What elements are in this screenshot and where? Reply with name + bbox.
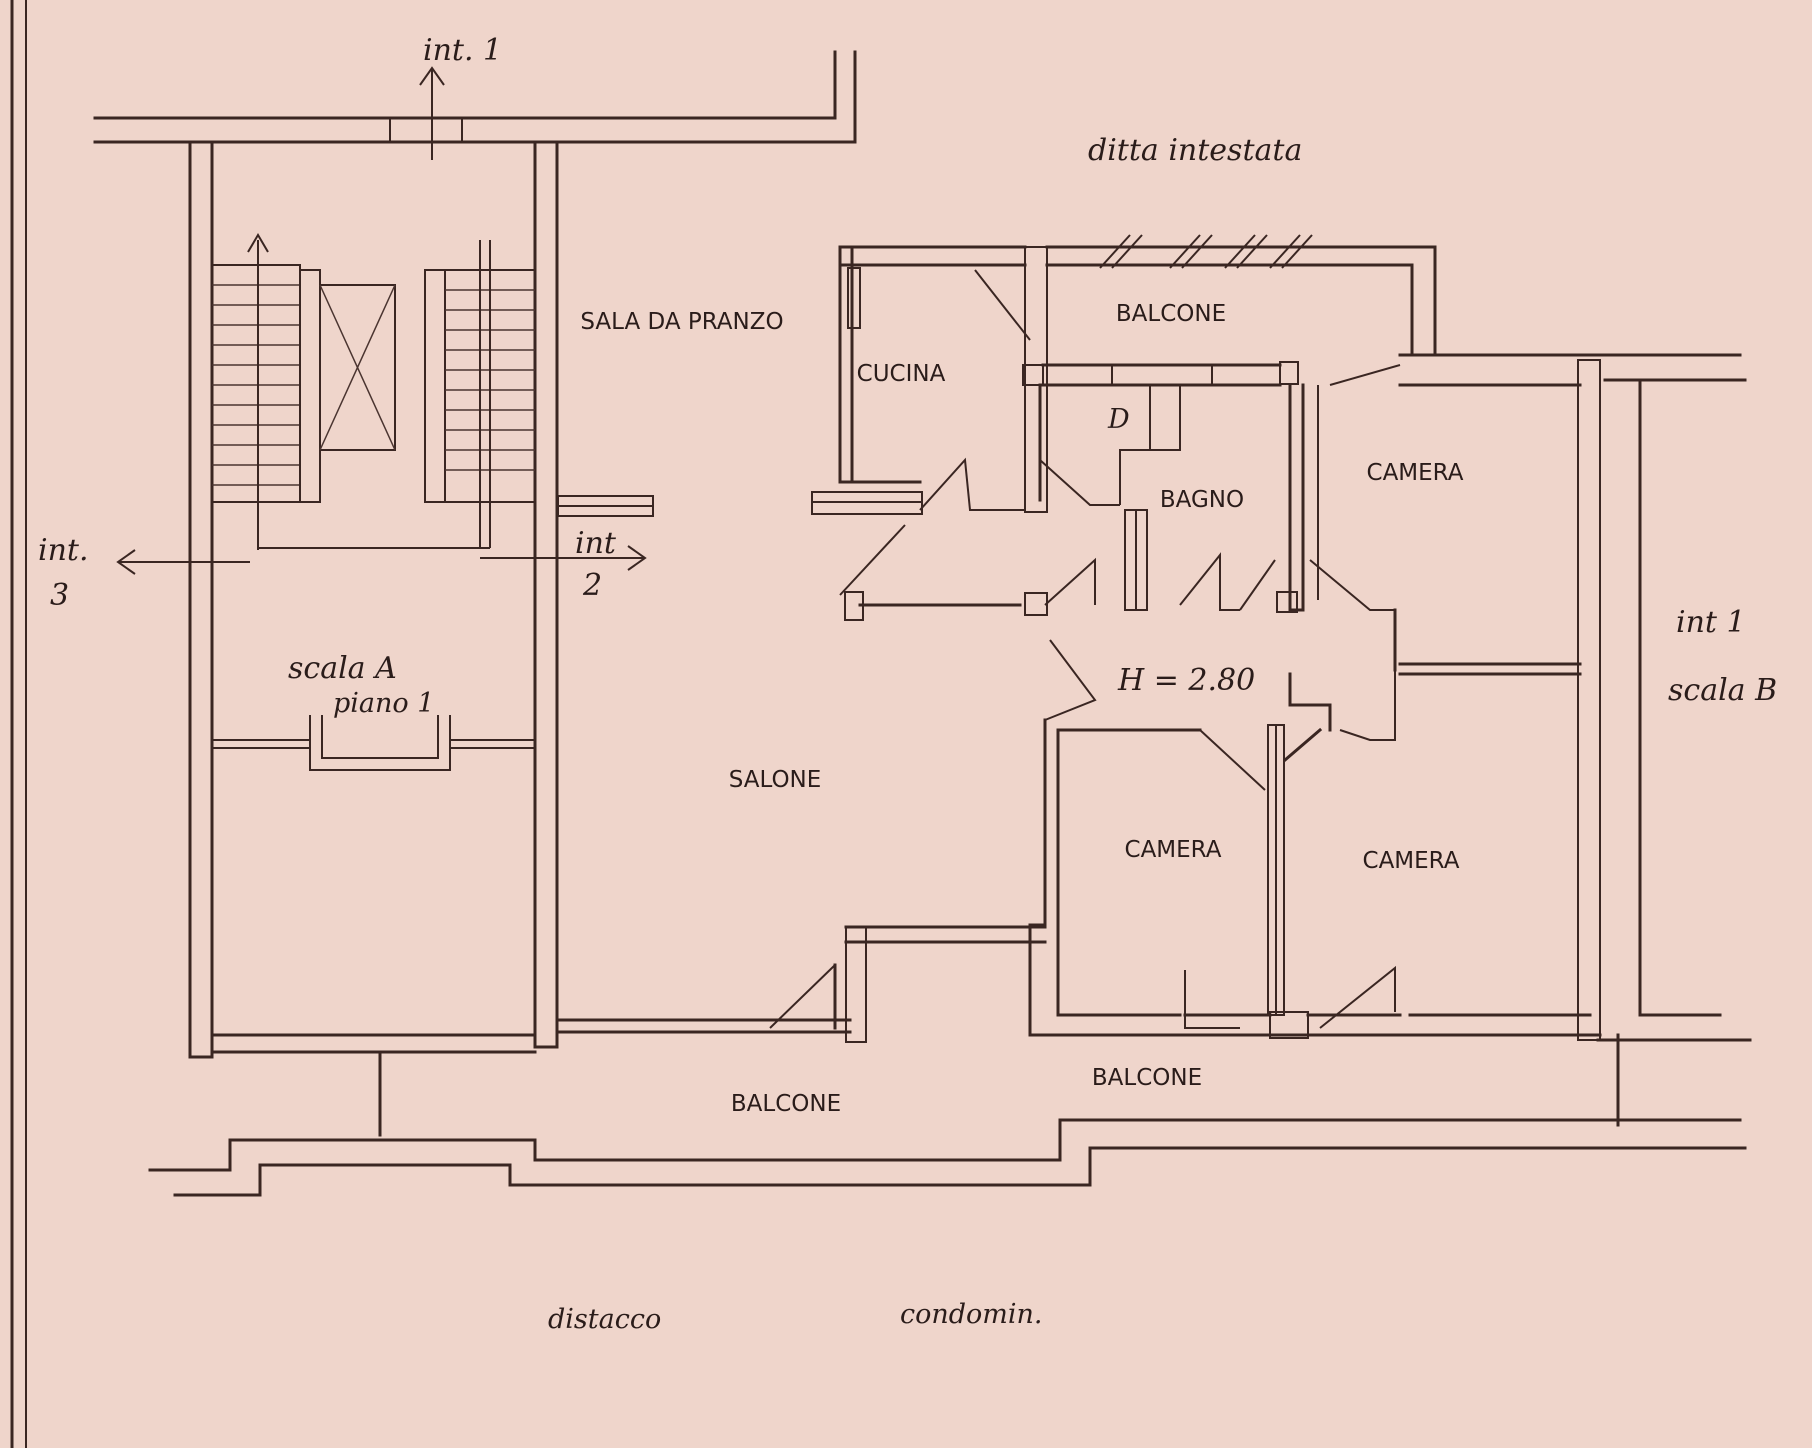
page-edge-lines <box>10 0 27 1448</box>
camera-top-right-walls <box>1309 353 1747 1041</box>
room-label-balcone-bottom-left: BALCONE <box>731 1091 841 1117</box>
corridor-bathroom-walls <box>839 364 1401 721</box>
room-label-camera-top-right: CAMERA <box>1367 460 1464 486</box>
top-balcony-walls <box>1022 234 1437 387</box>
note-piano-1: piano 1 <box>333 688 434 719</box>
room-label-sala-da-pranzo: SALA DA PRANZO <box>580 309 783 335</box>
note-int2-label: int <box>575 526 617 561</box>
staircase-left <box>211 233 301 550</box>
note-int2-number: 2 <box>582 568 602 603</box>
camera-middle-walls <box>844 718 1602 1043</box>
room-label-cucina: CUCINA <box>857 361 946 387</box>
note-scala-b: scala B <box>1668 673 1777 708</box>
room-label-balcone-top: BALCONE <box>1116 301 1226 327</box>
kitchen-walls <box>811 245 1048 515</box>
handwritten-annotations: int. 1 ditta intestata int. 3 int 2 scal… <box>38 33 1777 1335</box>
landing-scala-a <box>210 715 537 1054</box>
room-label-camera-right: CAMERA <box>1363 848 1460 874</box>
note-ditta-intestata: ditta intestata <box>1088 133 1302 168</box>
access-arrows <box>116 66 647 575</box>
note-int3-label: int. <box>38 533 89 568</box>
note-int3-number: 3 <box>50 578 69 613</box>
note-int1-right: int 1 <box>1676 605 1746 640</box>
note-height: H = 2.80 <box>1117 663 1255 698</box>
room-label-salone: SALONE <box>729 767 822 793</box>
note-d-marker: D <box>1107 404 1130 435</box>
note-distacco: distacco <box>548 1304 661 1335</box>
camera-right-walls <box>1282 378 1752 1127</box>
staircase-right <box>258 240 536 549</box>
room-label-balcone-bottom-right: BALCONE <box>1092 1065 1202 1091</box>
note-condomin: condomin. <box>900 1299 1043 1330</box>
room-label-camera-middle: CAMERA <box>1125 837 1222 863</box>
room-label-bagno: BAGNO <box>1160 487 1244 513</box>
main-walls <box>93 50 1752 1197</box>
balcony-front <box>148 1050 1747 1197</box>
note-int1-top: int. 1 <box>423 33 502 68</box>
elevator-shaft <box>299 269 446 503</box>
room-labels: SALA DA PRANZO CUCINA BALCONE BAGNO CAME… <box>580 301 1463 1117</box>
note-scala-a: scala A <box>288 651 397 686</box>
